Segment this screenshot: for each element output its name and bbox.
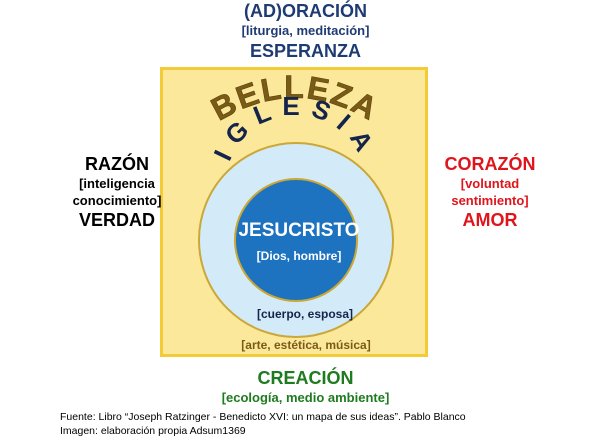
left-label-group: RAZÓN [inteligencia conocimiento] VERDAD [52,153,182,231]
bottom-label-group: CREACIÓN [ecología, medio ambiente] [200,367,411,406]
creacion-subtitle: [ecología, medio ambiente] [221,390,390,405]
razon-subtitle-line1: [inteligencia [79,176,155,191]
corazon-subtitle-line1: [voluntad [460,176,520,191]
corazon-title: CORAZÓN [444,154,536,174]
adoracion-title: (AD)ORACIÓN [244,1,367,21]
razon-title: RAZÓN [85,154,149,174]
razon-subtitle-line2: conocimiento] [72,193,162,208]
iglesia-subtitle: [cuerpo, esposa] [257,307,353,321]
right-label-group: CORAZÓN [voluntad sentimiento] AMOR [420,153,560,231]
esperanza-label: ESPERANZA [249,41,361,61]
source-line-1: Fuente: Libro “Joseph Ratzinger - Benedi… [60,411,466,423]
jesucristo-subtitle: [Dios, hombre] [257,249,342,263]
source-caption: Fuente: Libro “Joseph Ratzinger - Benedi… [60,410,605,438]
adoracion-subtitle: [liturgia, meditación] [241,23,370,38]
jesucristo-core [234,178,358,302]
jesucristo-title: JESUCRISTO [238,220,359,241]
top-label-group: (AD)ORACIÓN [liturgia, meditación] ESPER… [200,0,411,62]
corazon-subtitle: [voluntad sentimiento] [420,175,560,209]
creacion-title: CREACIÓN [257,368,354,388]
belleza-subtitle: [arte, estética, música] [241,338,370,352]
amor-label: AMOR [462,210,518,230]
source-line-2: Imagen: elaboración propia Adsum1369 [60,425,246,437]
corazon-subtitle-line2: sentimiento] [451,193,529,208]
verdad-label: VERDAD [78,210,155,230]
razon-subtitle: [inteligencia conocimiento] [52,175,182,209]
